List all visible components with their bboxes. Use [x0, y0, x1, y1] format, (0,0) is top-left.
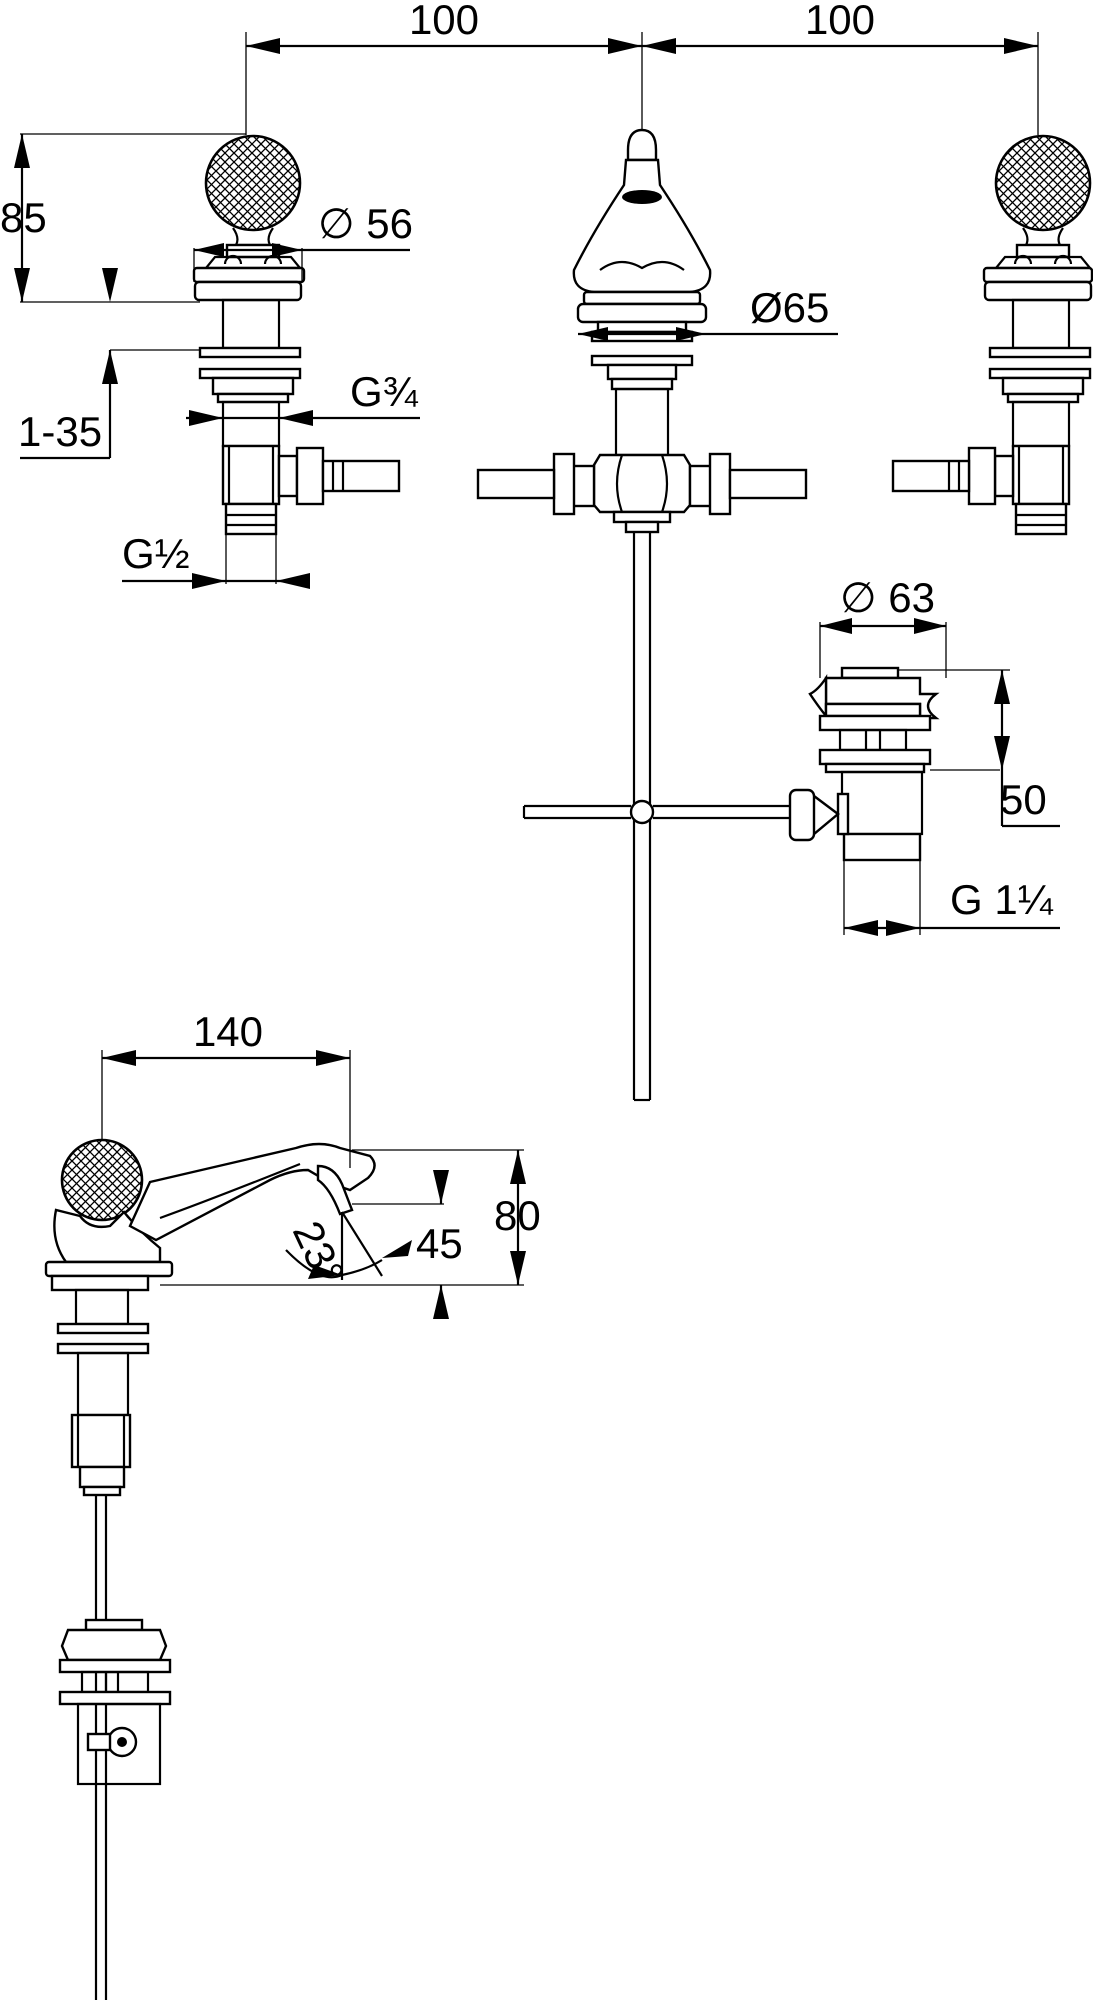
- left-handle-valve: [192, 134, 401, 536]
- dim-flange-diameter: ∅ 56: [318, 200, 413, 247]
- right-crystal-knob: [994, 134, 1092, 232]
- right-handle-valve: [891, 134, 1093, 536]
- center-spout-body: [476, 128, 808, 1102]
- dimension-lines: [14, 32, 1060, 1319]
- side-view: [44, 1138, 376, 2000]
- dim-waste-diameter: ∅ 63: [840, 574, 935, 621]
- dim-waste-thread: G 1¼: [950, 876, 1054, 923]
- dim-spacing-right: 100: [805, 0, 875, 43]
- dim-deck-thickness: 1-35: [18, 408, 102, 455]
- side-crystal-knob: [60, 1138, 144, 1222]
- dim-thread-handle: G¾: [350, 368, 419, 415]
- dim-outlet-height: 45: [416, 1220, 463, 1267]
- dim-thread-inlet: G½: [122, 530, 190, 577]
- dim-spout-height: 80: [494, 1192, 541, 1239]
- dim-projection: 140: [193, 1008, 263, 1055]
- dim-spout-flange-diameter: Ø65: [750, 284, 829, 331]
- dim-spacing-left: 100: [409, 0, 479, 43]
- left-crystal-knob: [204, 134, 302, 232]
- dim-waste-height: 50: [1000, 776, 1047, 823]
- dim-handle-height: 85: [0, 194, 47, 241]
- popup-waste: [788, 666, 940, 862]
- dimension-labels: 100 100 85 ∅ 56 G¾ 1-35 G½ Ø65 ∅ 63 50 G…: [0, 0, 1054, 1291]
